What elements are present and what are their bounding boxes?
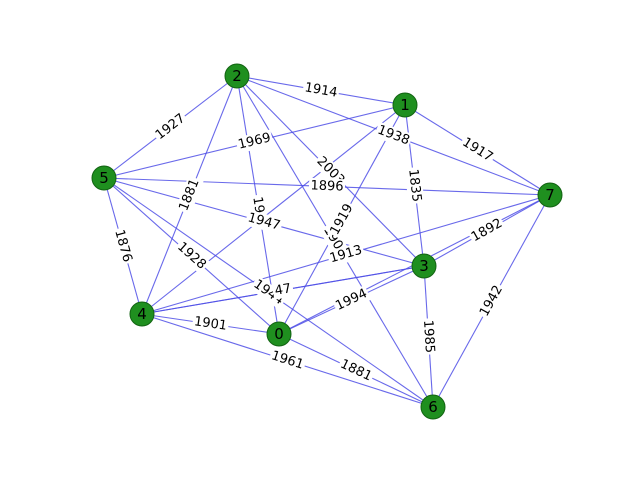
edge-label-background — [326, 199, 358, 240]
node-label: 4 — [137, 305, 147, 323]
node-circle — [392, 92, 418, 118]
edge-label-background — [404, 166, 425, 205]
node-5: 5 — [91, 165, 117, 191]
edge-label-text: 1961 — [269, 348, 305, 372]
edge-label-2-5: 1927 — [151, 109, 190, 145]
edge-label-text: 1901 — [193, 314, 228, 334]
edge-label-background — [336, 355, 376, 386]
edge-label-background — [249, 275, 288, 310]
edge-label-text: 1896 — [310, 178, 344, 194]
node-label: 1 — [400, 96, 410, 114]
edge-label-5-7: 1896 — [308, 177, 346, 196]
edge-label-text: 1985 — [420, 320, 437, 354]
edge-label-text: 1881 — [176, 177, 202, 213]
edge-label-background — [151, 109, 190, 145]
edge-label-background — [172, 238, 211, 274]
node-circle — [537, 182, 563, 208]
edge-label-4-6: 1961 — [267, 347, 308, 374]
node-circle — [129, 301, 155, 327]
edge-label-text: 1919 — [327, 201, 356, 237]
edge-label-background — [457, 133, 498, 167]
edge-label-background — [373, 121, 414, 150]
node-7: 7 — [537, 182, 563, 208]
edge-label-text: 1835 — [405, 168, 424, 203]
node-label: 3 — [419, 257, 429, 275]
edge-label-text: 1917 — [459, 135, 495, 165]
node-4: 4 — [129, 301, 155, 327]
node-circle — [411, 253, 437, 279]
edge-label-2-0: 19 — [248, 193, 268, 217]
edge-label-3-0: 1994 — [331, 285, 372, 315]
edge-label-5-0: 1928 — [172, 238, 211, 274]
edge-label-background — [267, 347, 308, 374]
edge-label-1-7: 1917 — [457, 133, 498, 167]
edge-label-1-0: 1919 — [326, 199, 358, 240]
node-6: 6 — [420, 394, 446, 420]
edge-label-background — [244, 209, 284, 235]
edge-1-4 — [141, 104, 406, 315]
edge-label-4-3: 47 — [271, 280, 295, 300]
node-label: 7 — [545, 186, 555, 204]
edge-label-7-6: 1942 — [475, 281, 508, 321]
edge-label-text: 1938 — [375, 123, 411, 149]
node-2: 2 — [224, 63, 250, 89]
edge-label-background — [475, 281, 508, 321]
edge-label-text: 1994 — [333, 286, 369, 314]
node-circle — [91, 165, 117, 191]
edge-label-1-5: 1969 — [235, 129, 274, 154]
edge-label-background — [326, 241, 366, 268]
edge-label-5-4: 1876 — [110, 226, 136, 266]
node-circle — [266, 321, 292, 347]
edge-label-0-6: 1881 — [336, 355, 376, 386]
node-1: 1 — [392, 92, 418, 118]
edge-label-2-1: 1914 — [301, 79, 341, 102]
edge-label-4-0: 1901 — [191, 313, 230, 335]
node-label: 6 — [428, 398, 438, 416]
node-0: 0 — [266, 321, 292, 347]
edge-label-background — [419, 318, 438, 355]
node-label: 2 — [232, 67, 242, 85]
node-label: 0 — [274, 325, 284, 343]
edge-label-text: 47 — [274, 281, 293, 299]
edge-label-3-6: 1985 — [419, 318, 438, 355]
edge-label-background — [235, 129, 274, 154]
node-circle — [420, 394, 446, 420]
edge-label-text: 19 — [249, 196, 266, 215]
edge-label-background — [467, 214, 507, 247]
node-label: 5 — [99, 169, 109, 187]
node-circle — [224, 63, 250, 89]
nodes-layer: 0 1 2 3 4 5 6 7 — [91, 63, 563, 420]
edge-label-background — [301, 79, 341, 102]
edge-label-text: 1892 — [469, 216, 505, 245]
edge-label-background — [271, 280, 295, 300]
edge-label-background — [308, 177, 346, 196]
node-3: 3 — [411, 253, 437, 279]
edge-label-background — [110, 226, 136, 266]
edge-label-background — [175, 175, 204, 215]
edge-label-background — [191, 313, 230, 335]
edge-label-background — [248, 193, 268, 217]
edge-label-text: 1942 — [477, 283, 506, 319]
edge-label-5-3: 1947 — [244, 209, 284, 235]
edge-label-background — [331, 285, 372, 315]
edge-label-7-3: 1892 — [467, 214, 507, 247]
edge-label-text: 1881 — [338, 357, 374, 385]
edge-label-1-3: 1835 — [404, 166, 425, 205]
edge-label-text: 1914 — [303, 80, 338, 100]
